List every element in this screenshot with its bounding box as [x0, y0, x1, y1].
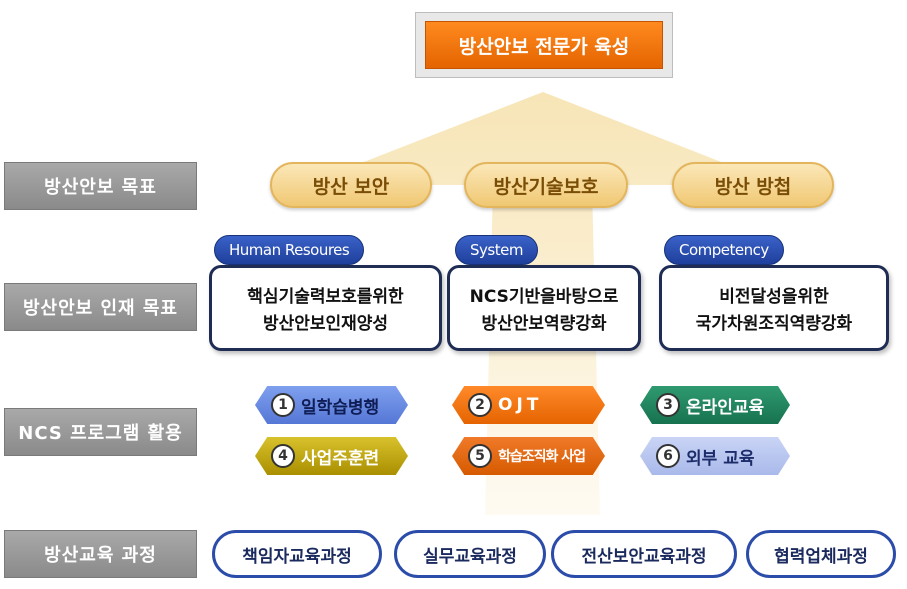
goal-pill-counterintelligence: 방산 방첩 — [672, 162, 834, 208]
program-label: 학습조직화 사업 — [498, 449, 586, 465]
talent-goal-line2: 국가차원조직역량강화 — [695, 314, 853, 334]
tag-human-resources: Human Resoures — [214, 235, 365, 265]
talent-goal-line2: 방산안보인재양성 — [262, 314, 389, 334]
tag-competency: Competency — [664, 235, 784, 265]
course-manager: 책임자교육과정 — [212, 530, 382, 578]
program-external: 6 외부 교육 — [640, 437, 790, 475]
program-number: 4 — [271, 444, 295, 468]
program-label: 사업주훈련 — [301, 448, 380, 469]
row-label-security-goal: 방산안보 목표 — [4, 162, 197, 210]
goal-pill-defense-security: 방산 보안 — [270, 162, 432, 208]
program-label: 온라인교육 — [686, 397, 765, 418]
talent-goal-system: NCS기반을바탕으로 방산안보역량강화 — [447, 265, 641, 351]
row-label-course: 방산교육 과정 — [4, 530, 197, 578]
program-label: OJT — [498, 395, 543, 415]
program-number: 5 — [468, 444, 492, 468]
row-label-ncs-program: NCS 프로그램 활용 — [4, 408, 197, 456]
top-goal-frame: 방산안보 전문가 육성 — [415, 12, 673, 78]
program-online: 3 온라인교육 — [640, 386, 790, 424]
talent-goal-competency: 비전달성을위한 국가차원조직역량강화 — [659, 265, 889, 351]
goal-pill-tech-protection: 방산기술보호 — [464, 162, 628, 208]
talent-goal-line1: 비전달성을위한 — [719, 287, 829, 307]
course-it-security: 전산보안교육과정 — [551, 530, 737, 578]
tag-system: System — [455, 235, 538, 265]
row-label-talent-goal: 방산안보 인재 목표 — [4, 283, 197, 331]
program-number: 1 — [271, 393, 295, 417]
talent-goal-line1: NCS기반을바탕으로 — [469, 287, 619, 307]
program-number: 6 — [656, 444, 680, 468]
program-learning-org: 5 학습조직화 사업 — [452, 437, 605, 475]
program-label: 외부 교육 — [686, 448, 755, 469]
talent-goal-human-resources: 핵심기술력보호를위한 방산안보인재양성 — [209, 265, 442, 351]
program-label: 일학습병행 — [301, 397, 380, 418]
program-number: 3 — [656, 393, 680, 417]
course-practical: 실무교육과정 — [394, 530, 546, 578]
program-work-learning: 1 일학습병행 — [255, 386, 408, 424]
program-employer-training: 4 사업주훈련 — [255, 437, 408, 475]
top-goal-title: 방산안보 전문가 육성 — [425, 21, 663, 69]
course-partner: 협력업체과정 — [746, 530, 896, 578]
program-ojt: 2 OJT — [452, 386, 605, 424]
talent-goal-line2: 방산안보역량강화 — [481, 314, 607, 334]
program-number: 2 — [468, 393, 492, 417]
talent-goal-line1: 핵심기술력보호를위한 — [247, 287, 404, 307]
